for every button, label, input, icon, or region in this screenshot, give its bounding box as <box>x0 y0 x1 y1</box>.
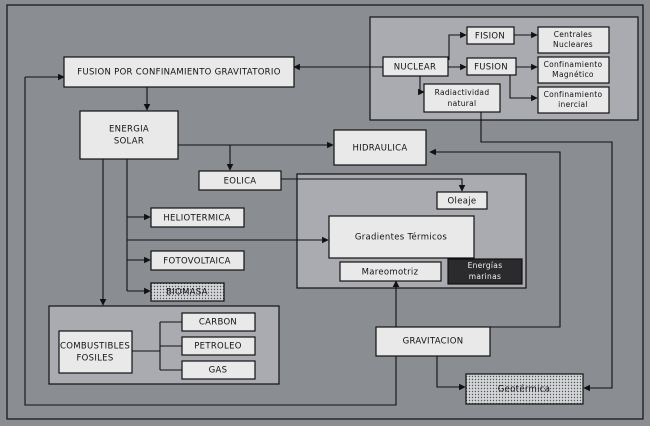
node-heliotermica: HELIOTERMICA <box>150 207 245 228</box>
outer-frame <box>6 4 644 420</box>
node-centrales-nucleares: Centrales Nucleares <box>537 26 610 54</box>
node-mareomotriz: Mareomotriz <box>339 261 442 282</box>
mareomotriz-label: Mareomotriz <box>362 268 419 278</box>
node-biomasa: BIOMASA <box>150 282 225 302</box>
conf-magnetico-label-1: Confinamiento <box>544 60 603 69</box>
oleaje-label: Oleaje <box>448 197 477 207</box>
energia-solar-label-2: SOLAR <box>114 137 144 147</box>
radiactividad-label-2: natural <box>448 99 477 108</box>
conf-magnetico-label-2: Magnético <box>552 70 594 79</box>
node-nuclear: NUCLEAR <box>382 56 449 77</box>
connectors <box>24 31 613 406</box>
node-combustibles-fosiles: COMBUSTIBLES FOSILES <box>58 330 133 374</box>
eolica-label: EOLICA <box>224 177 257 187</box>
heliotermica-label: HELIOTERMICA <box>163 214 230 224</box>
node-fotovoltaica: FOTOVOLTAICA <box>150 250 245 271</box>
hidraulica-label: HIDRAULICA <box>352 144 407 154</box>
petroleo-label: PETROLEO <box>194 342 241 352</box>
conf-inercial-label-2: inercial <box>558 100 588 109</box>
node-fusion: FUSION <box>466 57 517 76</box>
node-energias-marinas: Energías marinas <box>447 258 523 285</box>
energia-solar-label-1: ENERGIA <box>109 125 149 135</box>
combustibles-label-1: COMBUSTIBLES <box>60 342 130 352</box>
biomasa-label: BIOMASA <box>166 288 208 298</box>
node-fision: FISION <box>466 26 515 45</box>
radiactividad-label-1: Radiactividad <box>435 88 490 97</box>
gradientes-label: Gradientes Térmicos <box>355 232 448 243</box>
centrales-label-2: Nucleares <box>553 40 593 49</box>
node-gradientes-termicos: Gradientes Térmicos <box>328 215 475 259</box>
node-gravitacion: GRAVITACION <box>375 326 491 357</box>
node-confinamiento-inercial: Confinamiento inercial <box>537 86 610 114</box>
node-eolica: EOLICA <box>198 170 282 191</box>
node-radiactividad-natural: Radiactividad natural <box>423 83 501 113</box>
centrales-label-1: Centrales <box>554 30 593 39</box>
node-confinamiento-magnetico: Confinamiento Magnético <box>537 56 610 84</box>
fusion-label: FUSION <box>474 63 508 73</box>
node-oleaje: Oleaje <box>436 191 488 210</box>
nuclear-label: NUCLEAR <box>394 63 436 73</box>
node-gas: GAS <box>181 360 256 380</box>
carbon-label: CARBON <box>199 318 237 328</box>
energias-marinas-label-2: marinas <box>469 272 501 281</box>
fotovoltaica-label: FOTOVOLTAICA <box>163 257 230 267</box>
node-carbon: CARBON <box>181 312 256 332</box>
geotermica-label: Geotérmica <box>498 384 550 395</box>
energias-marinas-label-1: Energías <box>468 261 503 270</box>
gas-label: GAS <box>209 366 228 376</box>
fision-label: FISION <box>475 32 505 42</box>
combustibles-label-2: FOSILES <box>76 354 113 364</box>
gravitacion-label: GRAVITACION <box>403 337 464 347</box>
node-geotermica: Geotérmica <box>465 373 584 405</box>
fusion-gravitatorio-label: FUSION POR CONFINAMIENTO GRAVITATORIO <box>77 68 280 78</box>
node-energia-solar: ENERGIA SOLAR <box>79 110 179 160</box>
node-petroleo: PETROLEO <box>181 336 256 356</box>
conf-inercial-label-1: Confinamiento <box>544 90 603 99</box>
node-hidraulica: HIDRAULICA <box>333 129 427 166</box>
node-fusion-gravitatorio: FUSION POR CONFINAMIENTO GRAVITATORIO <box>63 56 295 88</box>
